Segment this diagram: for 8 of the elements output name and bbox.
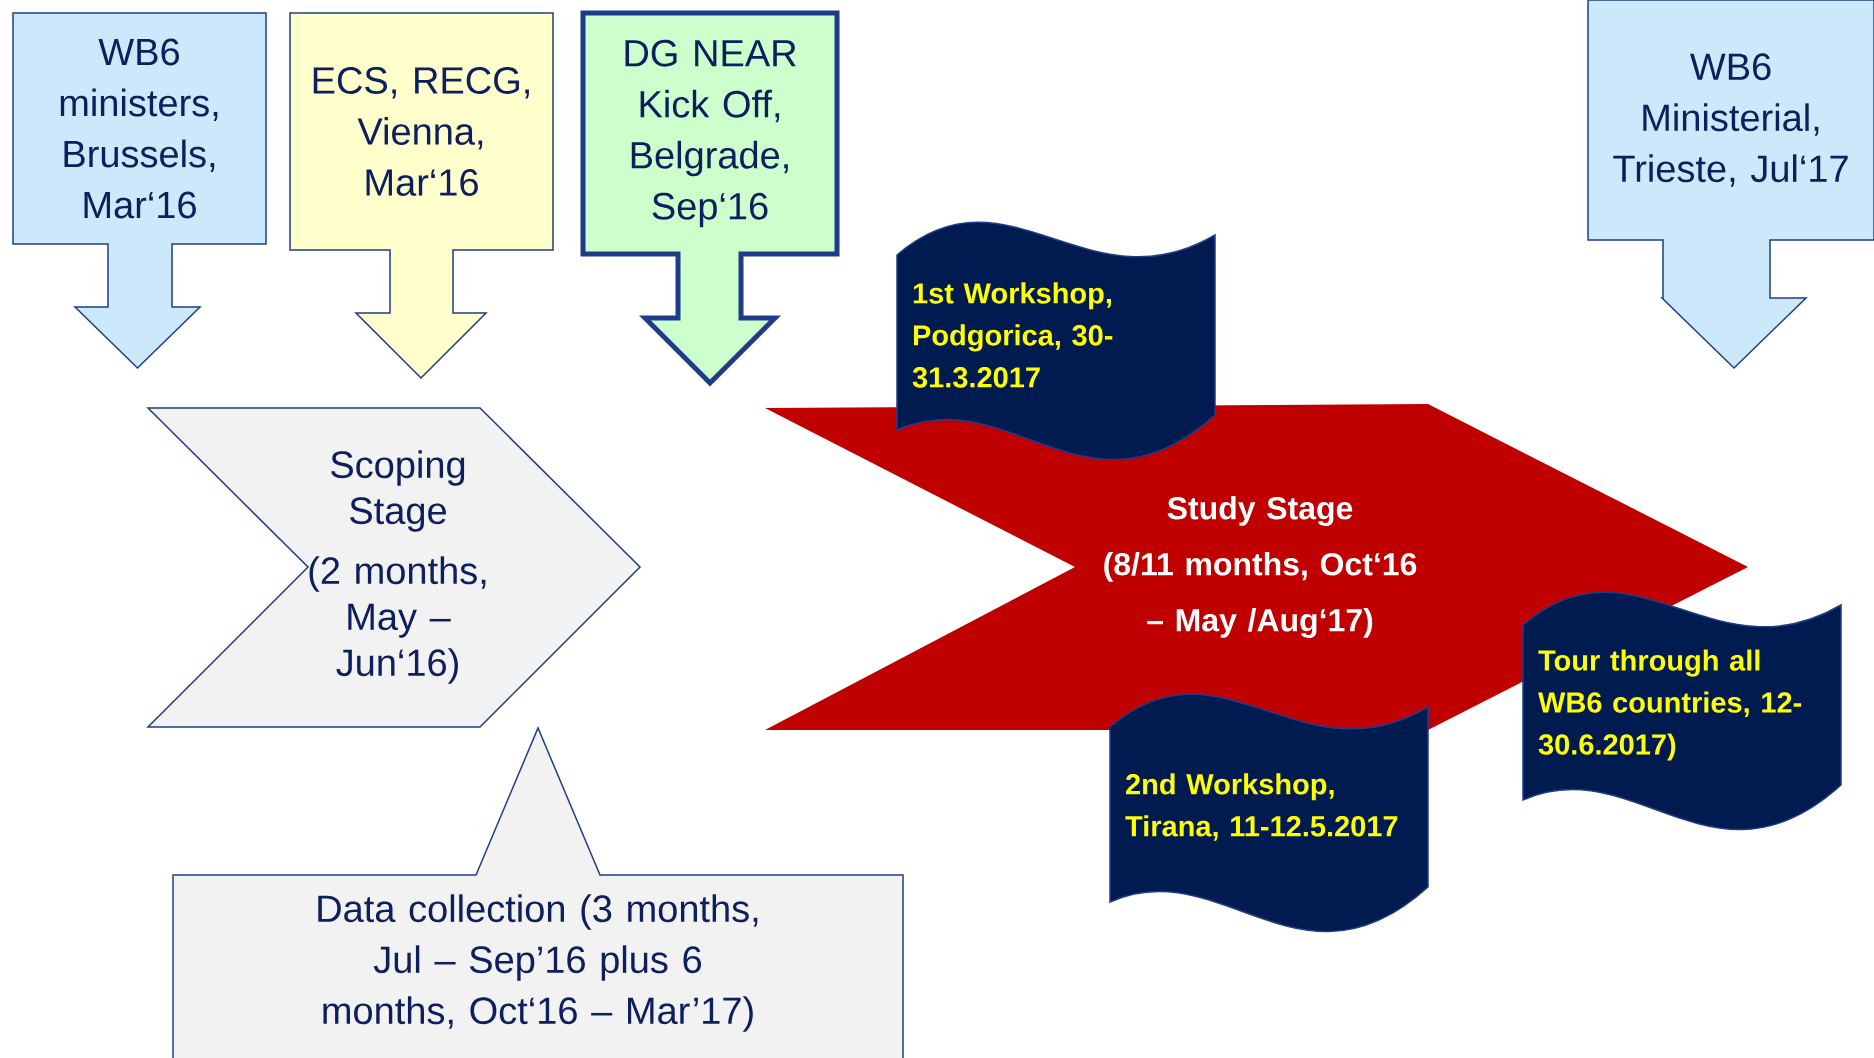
callout-box: ECS, RECG, Vienna, Mar‘16 bbox=[289, 12, 554, 380]
callout-box: Data collection (3 months, Jul – Sep’16 plus 6 months, Oct‘16 – Mar’17) bbox=[172, 726, 904, 1058]
callout-box: WB6 Ministerial, Trieste, Jul‘17 bbox=[1587, 0, 1874, 370]
banner-flag: 1st Workshop, Podgorica, 30-31.3.2017 bbox=[896, 221, 1216, 460]
callout-box: DG NEAR Kick Off, Belgrade, Sep‘16 bbox=[580, 10, 840, 387]
callout-box: WB6 ministers, Brussels, Mar‘16 bbox=[12, 12, 267, 370]
banner-flag: Tour through all WB6 countries, 12-30.6.2017) bbox=[1522, 591, 1842, 830]
banner-flag: 2nd Workshop, Tirana, 11-12.5.2017 bbox=[1109, 693, 1429, 932]
